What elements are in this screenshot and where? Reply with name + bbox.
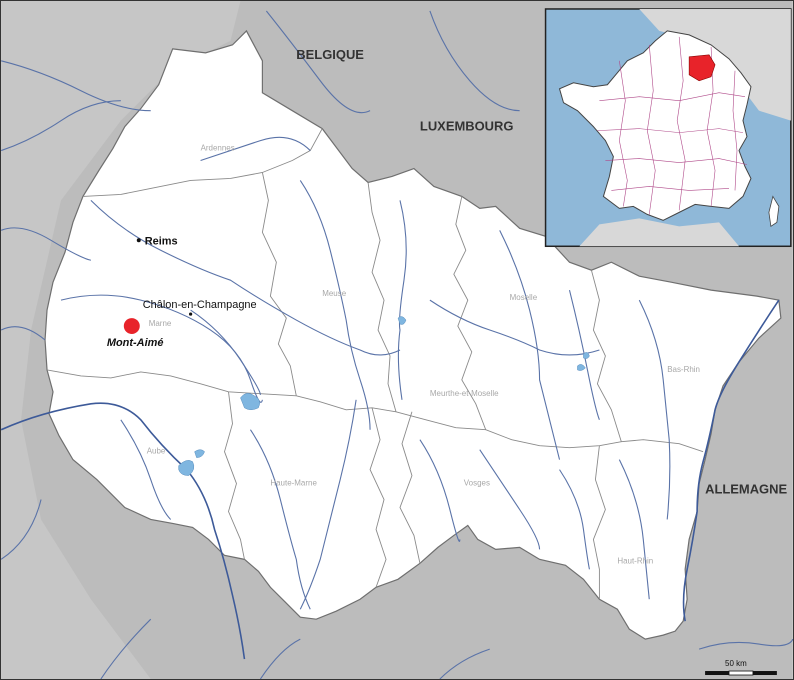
scale-bar: 50 km [705,659,777,676]
label-reims: Reims [145,235,178,247]
inset-highlight [688,54,716,82]
mont-aime-marker [123,318,140,335]
lake-temple [194,449,205,458]
label-aube: Aube [147,447,166,456]
inset-spain [579,218,739,247]
department-borders [46,128,704,600]
scale-label: 50 km [725,659,747,668]
label-marne: Marne [149,319,172,328]
reims-marker [136,238,141,243]
label-meurthe-et-moselle: Meurthe-et-Moselle [430,389,499,398]
lake-orient [178,460,195,476]
label-vosges: Vosges [464,479,490,488]
inset-dept-lines [597,36,748,215]
lake-madine [397,316,407,325]
label-mont-aime: Mont-Aimé [107,337,164,349]
label-allemagne: ALLEMAGNE [705,482,787,497]
rhine-river [682,299,780,622]
label-luxembourg: LUXEMBOURG [420,119,514,134]
label-belgique: BELGIQUE [296,47,364,62]
lake-der [240,393,260,411]
label-haut-rhin: Haut-Rhin [617,556,653,565]
inset-corsica [768,195,780,228]
rivers-outside [1,10,793,679]
inset-neighbor-land [639,8,791,121]
label-chalons: Châlon-en-Champagne [143,299,257,311]
label-ardennes: Ardennes [201,144,235,153]
france-west-area [1,1,241,679]
lake-gondrexange [577,364,586,371]
label-bas-rhin: Bas-Rhin [667,365,700,374]
label-meuse: Meuse [322,289,346,298]
lake-lindre [583,352,590,359]
label-moselle: Moselle [510,293,538,302]
lakes [178,316,590,476]
chalons-marker [189,312,193,316]
inset-map [544,8,792,248]
label-haute-marne: Haute-Marne [270,479,317,488]
rivers-inside [60,136,671,610]
